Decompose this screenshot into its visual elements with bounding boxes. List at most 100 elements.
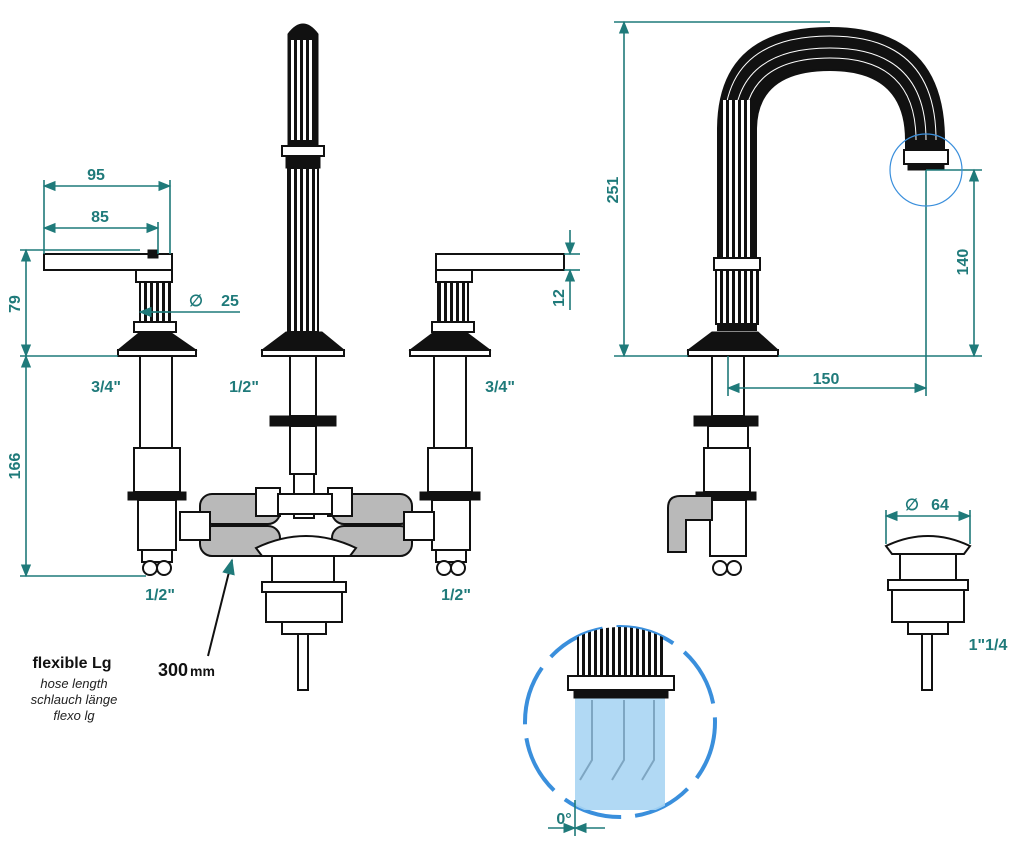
left-valve-lower-body — [133, 447, 181, 493]
thread-right-valve: 3/4" — [485, 379, 515, 396]
hose-line-2: schlauch länge — [31, 692, 118, 707]
dim-label-12: 12 — [551, 289, 568, 307]
thread-right-inlet: 1/2" — [441, 587, 471, 604]
thread-left-valve: 3/4" — [91, 379, 121, 396]
gooseneck-flutes — [722, 100, 752, 260]
hose-title: flexible Lg — [32, 655, 111, 672]
spout-escutcheon — [260, 331, 346, 351]
spout-top-flutes — [291, 40, 315, 140]
gooseneck-highlight-b — [733, 47, 927, 141]
hose-assembly — [179, 487, 435, 557]
popup-drain-side — [884, 535, 972, 691]
gooseneck-side-view — [667, 26, 949, 576]
detail-aerator-collar — [567, 675, 675, 691]
right-lever-handle — [435, 253, 565, 271]
drain-body-side — [899, 553, 957, 581]
side-inlet-nut-b — [726, 560, 742, 576]
right-inlet-nut-b — [450, 560, 466, 576]
diameter-symbol-64: ∅ — [905, 497, 919, 514]
drain-rod-front — [297, 633, 309, 691]
right-valve-escutcheon — [408, 331, 492, 351]
right-valve-shank — [433, 355, 467, 449]
drain-rod-side — [921, 633, 933, 691]
right-valve — [408, 253, 565, 576]
side-hose-elbow — [667, 495, 713, 553]
dim-label-166: 166 — [7, 453, 24, 480]
dim-label-64: 64 — [931, 497, 949, 514]
left-hose-connector — [179, 511, 211, 541]
side-outlet — [709, 499, 747, 557]
right-valve-outlet — [431, 499, 471, 551]
water-line-b — [611, 700, 625, 781]
drain-tail-front — [281, 621, 327, 635]
right-valve-ring — [431, 321, 475, 333]
hose-length-value: 300 — [158, 660, 188, 680]
dim-label-25: 25 — [221, 293, 239, 310]
right-valve-collar — [435, 269, 473, 283]
dim-label-85: 85 — [91, 209, 109, 226]
center-spout — [260, 23, 346, 519]
right-hose-connector — [403, 511, 435, 541]
hose-line-3: flexo lg — [53, 708, 95, 723]
dim-label-251: 251 — [605, 177, 622, 204]
diameter-symbol: ∅ — [189, 293, 203, 310]
hose-length-unit: mm — [190, 663, 215, 679]
aerator-collar — [903, 149, 949, 165]
tee-bridge — [277, 493, 333, 515]
side-inlet-nut-a — [712, 560, 728, 576]
left-inlet-nut-b — [156, 560, 172, 576]
drain-flange-front — [261, 581, 347, 593]
drain-nut-front — [265, 591, 343, 623]
dimension-lines — [20, 20, 982, 836]
left-valve-ring — [133, 321, 177, 333]
water-line-c — [641, 700, 655, 781]
hose-leader — [207, 558, 235, 657]
drain-tail-side — [907, 621, 949, 635]
side-collar — [713, 257, 761, 271]
side-lower-body — [703, 447, 751, 493]
left-valve-outlet — [137, 499, 177, 551]
right-valve-lower-body — [427, 447, 473, 493]
spout-collar — [281, 145, 325, 157]
right-valve-nut — [419, 491, 481, 501]
popup-drain-front — [254, 535, 358, 691]
left-valve-nut — [127, 491, 187, 501]
side-fluted-body — [715, 269, 759, 325]
dim-label-angle: 0° — [556, 811, 571, 828]
dim-label-140: 140 — [955, 249, 972, 276]
water-stream — [575, 690, 665, 810]
left-valve-shank — [139, 355, 173, 449]
left-valve-collar — [135, 269, 173, 283]
left-inlet-nut-a — [142, 560, 158, 576]
thread-center-spout: 1/2" — [229, 379, 259, 396]
left-lever-cap — [147, 249, 159, 259]
left-valve-escutcheon — [116, 331, 198, 351]
gooseneck-highlight-a — [723, 35, 937, 141]
water-line-a — [579, 700, 593, 781]
side-connector — [707, 425, 749, 449]
outlet-marker-circle — [889, 133, 963, 207]
spout-nut — [269, 415, 337, 427]
left-inlet-fitting — [141, 549, 173, 563]
left-tee-fitting — [255, 487, 281, 517]
detail-aerator-flutes — [577, 627, 663, 677]
aerator — [907, 163, 945, 171]
side-nut — [693, 415, 759, 427]
side-escutcheon — [686, 331, 780, 351]
spout-connector — [289, 425, 317, 475]
thread-drain: 1"1/4 — [969, 637, 1008, 654]
detail-aerator-outlet — [573, 689, 669, 699]
drain-flange-side — [887, 579, 969, 591]
drain-cap-front — [254, 535, 358, 557]
dim-label-95: 95 — [87, 167, 105, 184]
right-inlet-nut-a — [436, 560, 452, 576]
right-inlet-fitting — [435, 549, 467, 563]
drain-cap-side — [884, 535, 972, 555]
left-valve-fluted-body — [139, 281, 171, 323]
left-valve — [43, 249, 198, 576]
drain-body-front — [271, 555, 335, 583]
hose-line-1: hose length — [40, 676, 107, 691]
gooseneck-highlight-c — [743, 57, 917, 141]
spout-ring — [285, 155, 321, 169]
